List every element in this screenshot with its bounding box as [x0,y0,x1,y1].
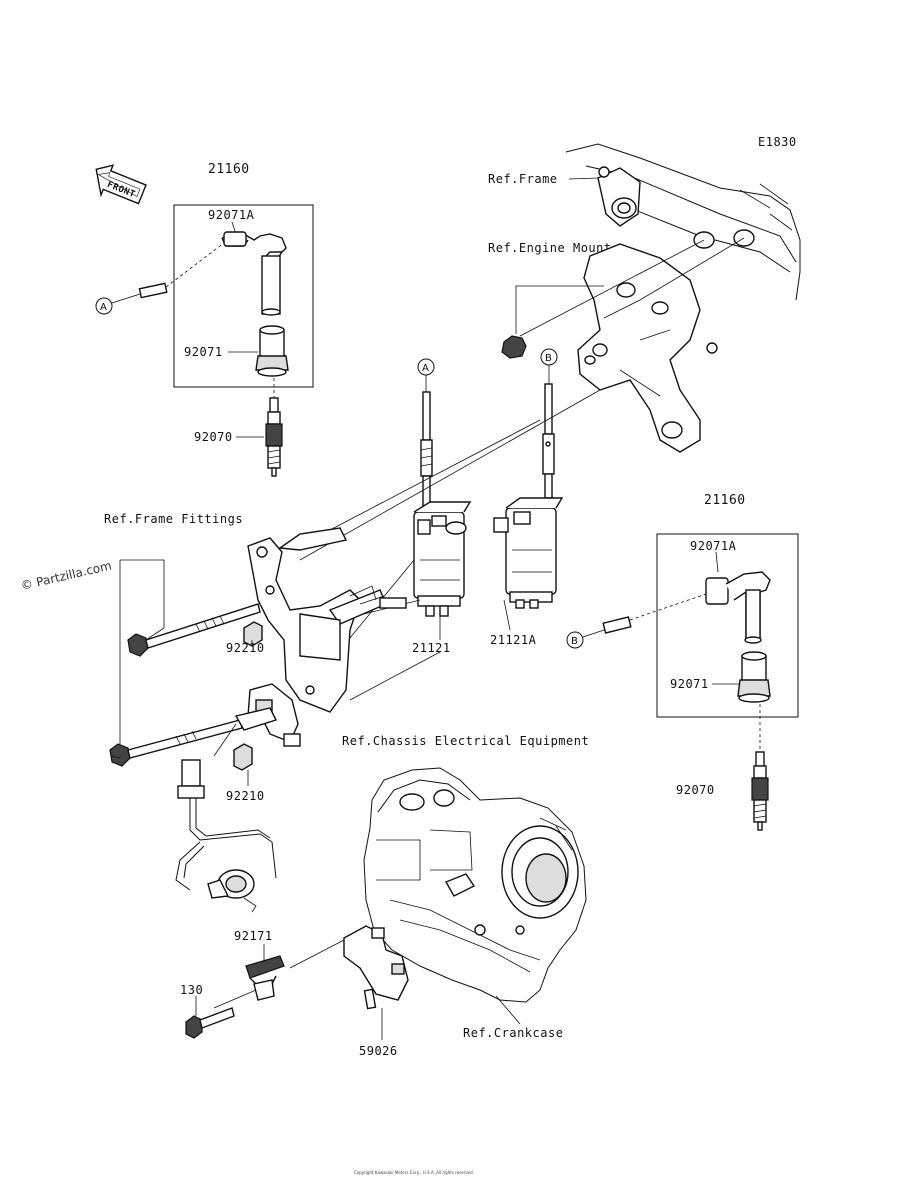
part-label-92070-left: 92070 [194,430,233,444]
nut-upper [243,621,263,647]
plug-cap-left [221,231,287,316]
cap-seal-right [737,651,771,703]
ref-crankcase: Ref.Crankcase [463,1026,563,1040]
sensor-mount [343,925,409,1001]
ref-chassis-electrical: Ref.Chassis Electrical Equipment [342,734,589,748]
part-label-130: 130 [180,983,203,997]
crankcase [363,767,587,1003]
bolt-130 [185,1007,235,1039]
connector-a-left-label: A [100,302,107,313]
front-arrow-icon: FRONT [95,164,147,205]
small-bracket [213,683,301,757]
spark-plug-left [265,397,283,477]
part-label-92171: 92171 [234,929,273,943]
plug-cap-right [705,571,771,644]
part-label-92071a-right: 92071A [690,539,737,553]
connector-b-center-label: B [545,353,552,364]
connector-a-left [95,297,113,315]
mount-nut [501,335,527,359]
copyright-text: Copyright Kawasaki Motors Corp., U.S.A. … [354,1170,474,1175]
pin-right [602,616,632,634]
frame-fittings-bracket [247,527,407,713]
ref-frame-fittings: Ref.Frame Fittings [104,512,243,526]
part-label-21160-right: 21160 [704,493,746,508]
part-label-21121a: 21121A [490,633,537,647]
pin-left [138,282,168,299]
part-label-92210-upper: 92210 [226,641,265,655]
clamp [213,955,285,1009]
ref-frame: Ref.Frame [488,172,558,186]
long-bolt-lower [109,719,243,767]
nut-lower [233,743,253,771]
connector-a-center-label: A [422,363,429,374]
ht-lead-b [542,383,555,499]
cap-assy-box-left [173,204,314,388]
sensor-harness [175,759,277,913]
part-label-92070-right: 92070 [676,783,715,797]
ht-lead-a [420,391,433,507]
part-label-21121: 21121 [412,641,451,655]
connector-b-right-label: B [571,636,578,647]
ignition-coil-1 [413,501,472,617]
watermark: © Partzilla.com [20,558,113,592]
frame-member [565,143,801,301]
part-label-92210-lower: 92210 [226,789,265,803]
part-label-92071-left: 92071 [184,345,223,359]
cap-seal-left [255,325,289,377]
cap-assy-box-right [656,533,799,718]
part-label-21160-left: 21160 [208,162,250,177]
engine-mount-bracket [577,243,718,453]
sensor-pin [363,988,377,1010]
part-label-92071-right: 92071 [670,677,709,691]
connector-b-right [566,631,584,649]
part-label-92071a-left: 92071A [208,208,255,222]
part-label-59026: 59026 [359,1044,398,1058]
ignition-coil-2 [493,497,564,609]
diagram-code: E1830 [758,135,797,149]
long-bolt-upper [127,603,261,657]
ref-engine-mount: Ref.Engine Mount [488,241,612,255]
spark-plug-right [751,704,769,831]
